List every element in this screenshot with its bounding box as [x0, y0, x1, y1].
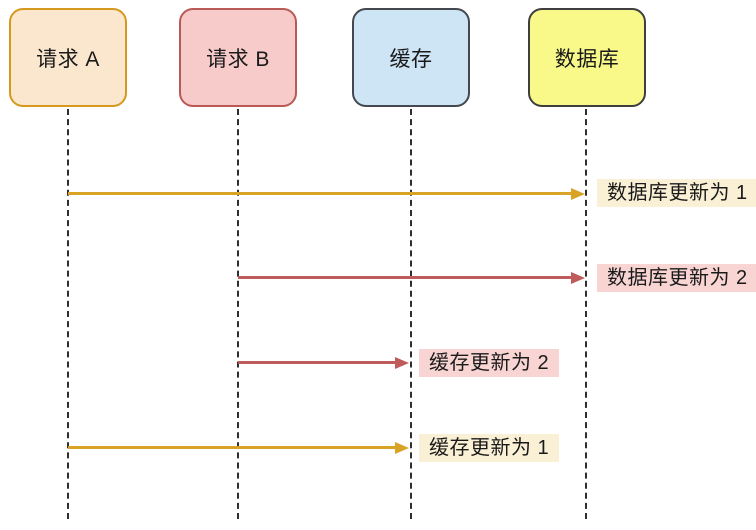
- message-label-db-update-1: 数据库更新为 1: [597, 179, 756, 207]
- actor-database-label: 数据库: [554, 47, 620, 71]
- arrowhead-icon: [571, 187, 585, 200]
- message-label-db-update-2: 数据库更新为 2: [597, 264, 756, 292]
- lifeline-request-a: [67, 109, 69, 519]
- lifeline-request-b: [237, 109, 239, 519]
- lifeline-database: [585, 109, 587, 519]
- actor-request-a-label: 请求 A: [36, 47, 100, 71]
- arrowhead-icon: [571, 271, 585, 284]
- arrow-request-b-to-cache: [238, 356, 409, 369]
- message-label-cache-update-1: 缓存更新为 1: [419, 434, 560, 462]
- actor-request-b: 请求 B: [179, 8, 297, 107]
- actor-cache: 缓存: [352, 8, 470, 107]
- actor-request-b-label: 请求 B: [206, 47, 270, 71]
- arrow-request-a-to-database: [68, 187, 585, 200]
- message-label-cache-update-2: 缓存更新为 2: [419, 349, 560, 377]
- arrow-request-a-to-cache: [68, 441, 409, 454]
- arrowhead-icon: [395, 441, 409, 454]
- arrowhead-icon: [395, 356, 409, 369]
- actor-request-a: 请求 A: [9, 8, 127, 107]
- arrow-request-b-to-database: [238, 271, 585, 284]
- actor-cache-label: 缓存: [389, 47, 433, 71]
- lifeline-cache: [410, 109, 412, 519]
- actor-database: 数据库: [528, 8, 646, 107]
